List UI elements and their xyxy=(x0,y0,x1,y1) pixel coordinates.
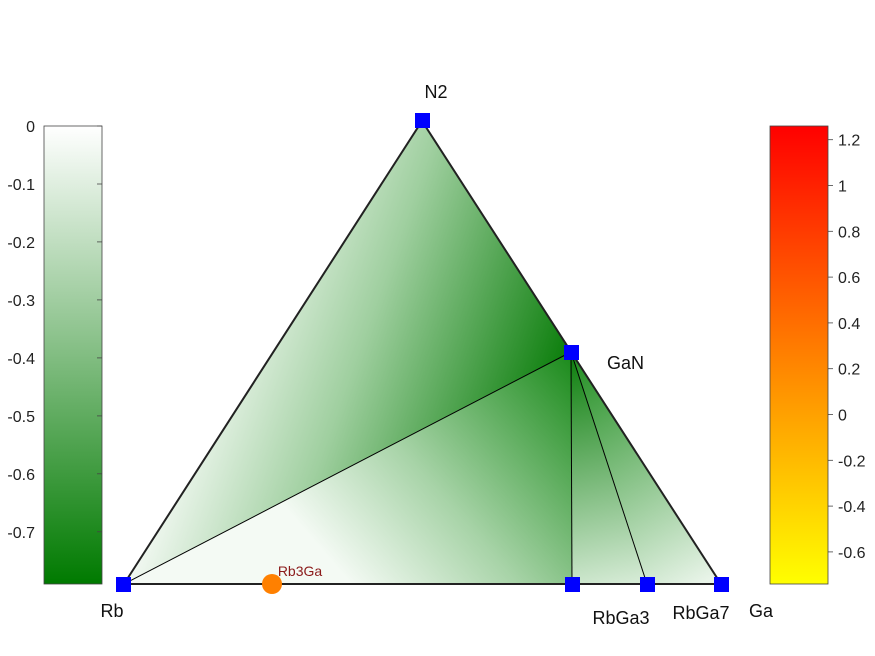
right-colorbar-tick-label: 1.2 xyxy=(838,133,860,150)
right-colorbar-tick-label: 0.8 xyxy=(838,224,860,241)
marker-rbga7[interactable] xyxy=(640,577,655,592)
left-colorbar-ticks: 0 -0.1 -0.2 -0.3 -0.4 -0.5 -0.6 -0.7 xyxy=(7,119,102,542)
right-colorbar-tick-label: 0.4 xyxy=(838,316,860,333)
left-colorbar-tick-label: -0.6 xyxy=(7,467,35,484)
left-colorbar: 0 -0.1 -0.2 -0.3 -0.4 -0.5 -0.6 -0.7 xyxy=(7,119,103,585)
tie-line-rb-gan xyxy=(123,351,572,585)
tie-line-gan-rbga7 xyxy=(570,351,648,585)
left-colorbar-tick-label: -0.3 xyxy=(7,293,35,310)
tie-lines xyxy=(123,351,648,585)
right-colorbar-tick-label: 0.6 xyxy=(838,270,860,287)
right-colorbar-ticks: 1.2 1 0.8 0.6 0.4 0.2 0 -0.2 -0.4 -0.6 xyxy=(828,133,866,562)
label-rb: Rb xyxy=(100,601,123,621)
right-colorbar-tick-label: 1 xyxy=(838,179,847,196)
marker-rb[interactable] xyxy=(116,577,131,592)
left-colorbar-tick-label: -0.4 xyxy=(7,351,35,368)
label-gan: GaN xyxy=(607,353,644,373)
label-rbga7: RbGa7 xyxy=(672,603,729,623)
right-colorbar-tick-label: 0.2 xyxy=(838,362,860,379)
left-colorbar-gradient xyxy=(43,125,103,585)
marker-rbga3[interactable] xyxy=(565,577,580,592)
tie-line-gan-rbga3 xyxy=(570,351,573,585)
phase-labels: N2 GaN Rb RbGa3 RbGa7 Ga Rb3Ga xyxy=(100,82,774,628)
right-colorbar-gradient xyxy=(769,125,829,585)
left-colorbar-tick-label: 0 xyxy=(26,119,35,136)
right-colorbar: 1.2 1 0.8 0.6 0.4 0.2 0 -0.2 -0.4 -0.6 xyxy=(769,125,866,585)
right-colorbar-tick-label: -0.4 xyxy=(838,499,866,516)
right-colorbar-tick-label: -0.6 xyxy=(838,545,866,562)
stable-phase-markers xyxy=(116,113,729,592)
left-colorbar-tick-label: -0.2 xyxy=(7,235,35,252)
left-colorbar-tick-label: -0.1 xyxy=(7,177,35,194)
right-colorbar-tick-label: 0 xyxy=(838,408,847,425)
marker-gan[interactable] xyxy=(564,345,579,360)
left-colorbar-tick-label: -0.5 xyxy=(7,409,35,426)
label-n2: N2 xyxy=(424,82,447,102)
label-rb3ga: Rb3Ga xyxy=(278,563,323,579)
marker-n2[interactable] xyxy=(415,113,430,128)
facet-n2-gan-rb xyxy=(124,121,571,584)
label-ga: Ga xyxy=(749,601,774,621)
left-colorbar-tick-label: -0.7 xyxy=(7,525,35,542)
right-colorbar-tick-label: -0.2 xyxy=(838,453,866,470)
label-rbga3: RbGa3 xyxy=(592,608,649,628)
marker-rb3ga[interactable] xyxy=(262,574,282,594)
marker-ga[interactable] xyxy=(714,577,729,592)
unstable-phase-markers xyxy=(262,574,282,594)
